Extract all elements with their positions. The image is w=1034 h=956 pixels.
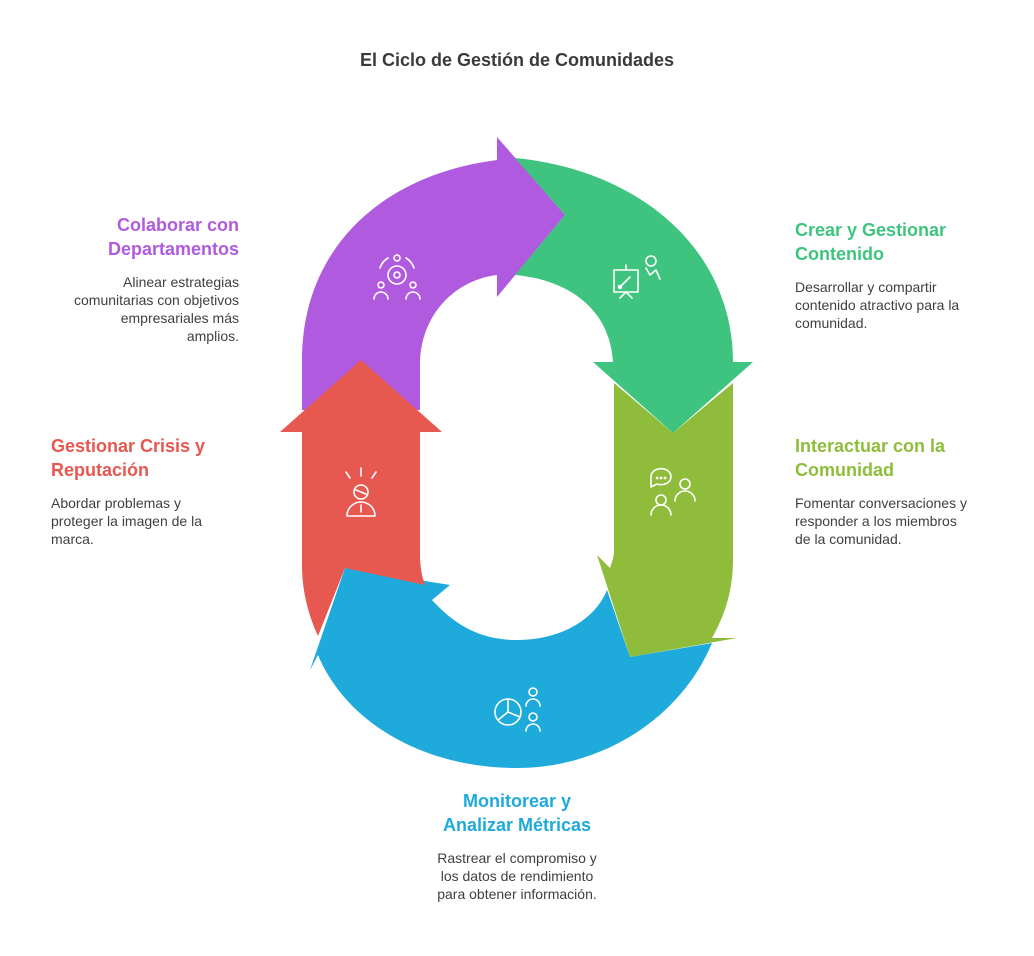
- step-monitorear-desc-3: para obtener información.: [437, 886, 597, 902]
- step-interactuar-title-1: Interactuar con la: [795, 436, 946, 456]
- step-crear-desc-3: comunidad.: [795, 315, 868, 331]
- step-colaborar-desc-2: comunitarias con objetivos: [74, 292, 239, 308]
- step-crisis: Gestionar Crisis y Reputación Abordar pr…: [51, 434, 251, 548]
- step-interactuar-desc-1: Fomentar conversaciones y: [795, 495, 967, 511]
- pie-chart-people-icon: [494, 687, 541, 732]
- step-monitorear-title-2: Analizar Métricas: [442, 815, 592, 835]
- step-colaborar-desc-1: Alinear estrategias: [123, 274, 239, 290]
- step-monitorear-title-1: Monitorear y: [462, 791, 572, 811]
- step-monitorear-desc-1: Rastrear el compromiso y: [437, 850, 597, 866]
- step-colaborar-title-2: Departamentos: [107, 239, 239, 259]
- step-crear-title-2: Contenido: [795, 244, 884, 264]
- step-crisis-title-1: Gestionar Crisis y: [51, 436, 206, 456]
- step-monitorear: Monitorear y Analizar Métricas Rastrear …: [397, 789, 637, 903]
- step-monitorear-desc-2: los datos de rendimiento: [440, 868, 594, 884]
- step-crisis-title-2: Reputación: [51, 460, 150, 480]
- arrow-crear: [515, 158, 753, 433]
- step-crisis-desc-1: Abordar problemas y: [51, 495, 181, 511]
- chat-people-icon: [650, 467, 696, 516]
- arrow-interactuar: [597, 383, 737, 657]
- arrow-crisis: [280, 360, 442, 636]
- step-interactuar-desc-3: de la comunidad.: [795, 531, 902, 547]
- step-colaborar: Colaborar con Departamentos Alinear estr…: [39, 213, 239, 345]
- step-crisis-desc-2: proteger la imagen de la: [51, 513, 202, 529]
- step-crear-desc-2: contenido atractivo para la: [795, 297, 960, 313]
- step-crisis-desc-3: marca.: [51, 531, 94, 547]
- presentation-board-icon: [613, 255, 661, 299]
- step-crear-title-1: Crear y Gestionar: [795, 220, 947, 240]
- team-gear-icon: [373, 254, 421, 300]
- step-interactuar-title-2: Comunidad: [795, 460, 894, 480]
- stressed-person-icon: [345, 467, 377, 517]
- step-interactuar-desc-2: responder a los miembros: [795, 513, 957, 529]
- arrow-colaborar: [302, 137, 565, 410]
- step-crear-desc-1: Desarrollar y compartir: [795, 279, 937, 295]
- step-interactuar: Interactuar con la Comunidad Fomentar co…: [795, 434, 1015, 548]
- step-colaborar-desc-3: empresariales más: [120, 310, 239, 326]
- diagram-title: El Ciclo de Gestión de Comunidades: [359, 50, 675, 70]
- step-crear: Crear y Gestionar Contenido Desarrollar …: [795, 218, 1015, 332]
- step-colaborar-desc-4: amplios.: [186, 328, 239, 344]
- arrow-monitorear: [310, 568, 712, 768]
- step-colaborar-title-1: Colaborar con: [116, 215, 239, 235]
